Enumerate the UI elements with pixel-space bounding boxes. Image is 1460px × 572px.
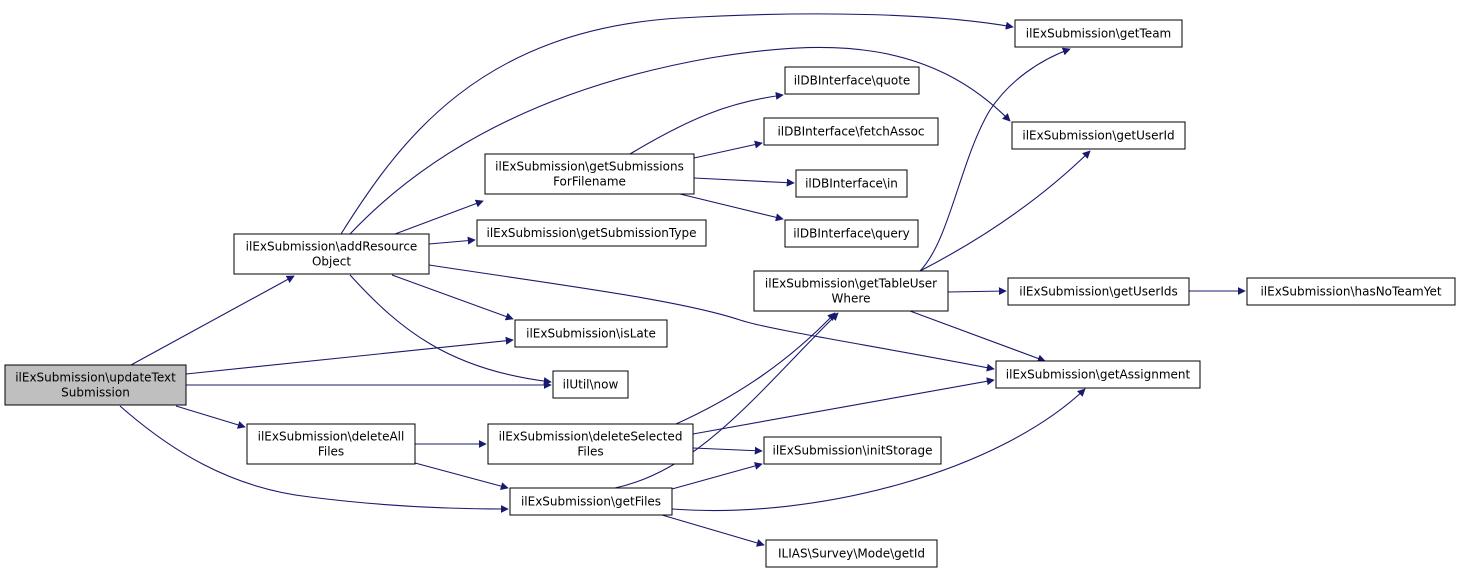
edge-getTableUser-to-getAssignment bbox=[909, 310, 1046, 363]
node-box bbox=[1011, 121, 1186, 150]
node-box bbox=[763, 436, 942, 465]
edge-deleteSelected-to-getTableUser bbox=[675, 312, 836, 425]
node-label: Submission bbox=[61, 386, 130, 400]
node-fetchAssoc[interactable]: ilDBInterface\fetchAssoc bbox=[763, 117, 939, 146]
node-box bbox=[514, 319, 668, 348]
node-getAssignment[interactable]: ilExSubmission\getAssignment bbox=[995, 360, 1201, 389]
node-hasNoTeamYet[interactable]: ilExSubmission\hasNoTeamYet bbox=[1246, 277, 1456, 306]
edge-getFiles-to-getId bbox=[661, 514, 765, 547]
edge-getTableUser-to-getUserId bbox=[919, 150, 1091, 272]
edge-getSubmissions-to-query bbox=[679, 193, 784, 222]
edge-addResource-to-getSubmissionType bbox=[428, 236, 476, 245]
node-box bbox=[4, 364, 187, 406]
edge-updateText-to-addResource bbox=[130, 275, 295, 366]
node-getSubmissionType[interactable]: ilExSubmission\getSubmissionType bbox=[476, 219, 707, 247]
edge-getSubmissions-to-fetchAssoc bbox=[693, 140, 763, 159]
edge-getTableUser-to-getUserIds bbox=[947, 287, 1007, 296]
node-isLate[interactable]: ilExSubmission\isLate bbox=[514, 319, 668, 348]
edge-getFiles-to-getAssignment bbox=[671, 388, 1086, 512]
node-getTeam[interactable]: ilExSubmission\getTeam bbox=[1014, 19, 1183, 48]
node-label: ilDBInterface\fetchAssoc bbox=[777, 125, 924, 139]
node-label: ilDBInterface\in bbox=[805, 177, 898, 191]
edge-addResource-to-now bbox=[349, 274, 552, 386]
node-query[interactable]: ilDBInterface\query bbox=[784, 219, 919, 248]
node-label: ilExSubmission\deleteSelected bbox=[499, 430, 683, 444]
edges-layer bbox=[119, 13, 1246, 547]
node-in[interactable]: ilDBInterface\in bbox=[795, 169, 908, 198]
node-label: ilExSubmission\deleteAll bbox=[258, 430, 405, 444]
edge-addResource-to-getSubmissions bbox=[394, 199, 484, 235]
node-label: ilExSubmission\getUserId bbox=[1022, 129, 1174, 143]
edge-getTableUser-to-getTeam bbox=[919, 47, 1071, 272]
node-label: Files bbox=[577, 445, 603, 459]
node-box bbox=[246, 423, 416, 465]
edge-deleteSelected-to-getAssignment bbox=[692, 377, 995, 435]
node-box bbox=[509, 487, 673, 516]
node-label: ilExSubmission\isLate bbox=[526, 327, 656, 341]
edge-deleteSelected-to-initStorage bbox=[692, 446, 763, 455]
node-label: ilExSubmission\getFiles bbox=[521, 495, 661, 509]
edge-getFiles-to-initStorage bbox=[671, 462, 763, 490]
node-label: ilExSubmission\getSubmissionType bbox=[487, 226, 697, 240]
node-getUserIds[interactable]: ilExSubmission\getUserIds bbox=[1007, 277, 1190, 306]
node-label: ilExSubmission\initStorage bbox=[773, 444, 933, 458]
node-label: ilExSubmission\getTeam bbox=[1026, 27, 1171, 41]
edge-getSubmissions-to-quote bbox=[629, 91, 784, 155]
node-box bbox=[763, 117, 939, 146]
node-initStorage[interactable]: ilExSubmission\initStorage bbox=[763, 436, 942, 465]
node-label: Where bbox=[832, 292, 871, 306]
node-label: ilExSubmission\getUserIds bbox=[1019, 285, 1178, 299]
node-box bbox=[784, 66, 920, 95]
node-label: ilExSubmission\getTableUser bbox=[765, 277, 937, 291]
node-quote[interactable]: ilDBInterface\quote bbox=[784, 66, 920, 95]
node-label: Files bbox=[318, 445, 344, 459]
node-label: ilDBInterface\query bbox=[793, 227, 910, 241]
edge-addResource-to-getAssignment bbox=[428, 264, 995, 372]
node-label: ilExSubmission\hasNoTeamYet bbox=[1260, 285, 1441, 299]
node-getId[interactable]: ILIAS\Survey\Mode\getId bbox=[765, 539, 938, 568]
node-label: ilExSubmission\getAssignment bbox=[1006, 368, 1191, 382]
edge-addResource-to-getTeam bbox=[340, 13, 1014, 235]
node-box bbox=[1007, 277, 1190, 306]
node-label: ilExSubmission\updateText bbox=[15, 371, 176, 385]
edge-getFiles-to-getTableUser bbox=[614, 312, 839, 489]
node-box bbox=[1246, 277, 1456, 306]
node-getFiles[interactable]: ilExSubmission\getFiles bbox=[509, 487, 673, 516]
node-box bbox=[995, 360, 1201, 389]
node-box bbox=[476, 219, 707, 247]
node-now[interactable]: ilUtil\now bbox=[552, 370, 629, 399]
node-box bbox=[795, 169, 908, 198]
node-box bbox=[484, 153, 695, 195]
node-box bbox=[487, 423, 694, 465]
edge-deleteAll-to-getFiles bbox=[414, 462, 509, 490]
node-label: ilExSubmission\getSubmissions bbox=[495, 160, 684, 174]
node-label: ilUtil\now bbox=[563, 378, 619, 392]
edge-updateText-to-isLate bbox=[185, 336, 514, 375]
edge-getSubmissions-to-in bbox=[693, 177, 795, 187]
node-label: ilExSubmission\addResource bbox=[246, 240, 418, 254]
edge-updateText-to-getFiles bbox=[119, 405, 509, 513]
node-box bbox=[1014, 19, 1183, 48]
node-label: ForFilename bbox=[553, 175, 626, 189]
node-label: ilDBInterface\quote bbox=[794, 74, 911, 88]
node-label: Object bbox=[312, 255, 351, 269]
node-box bbox=[753, 270, 949, 312]
node-box bbox=[765, 539, 938, 568]
node-box bbox=[784, 219, 919, 248]
edge-addResource-to-isLate bbox=[391, 274, 514, 321]
node-box bbox=[552, 370, 629, 399]
edge-addResource-to-getUserId bbox=[349, 46, 1011, 235]
nodes-layer: ilExSubmission\updateTextSubmissionilExS… bbox=[4, 19, 1456, 568]
node-getUserId[interactable]: ilExSubmission\getUserId bbox=[1011, 121, 1186, 150]
node-box bbox=[233, 233, 430, 275]
node-label: ILIAS\Survey\Mode\getId bbox=[778, 547, 925, 561]
edge-updateText-to-deleteAll bbox=[175, 405, 246, 429]
